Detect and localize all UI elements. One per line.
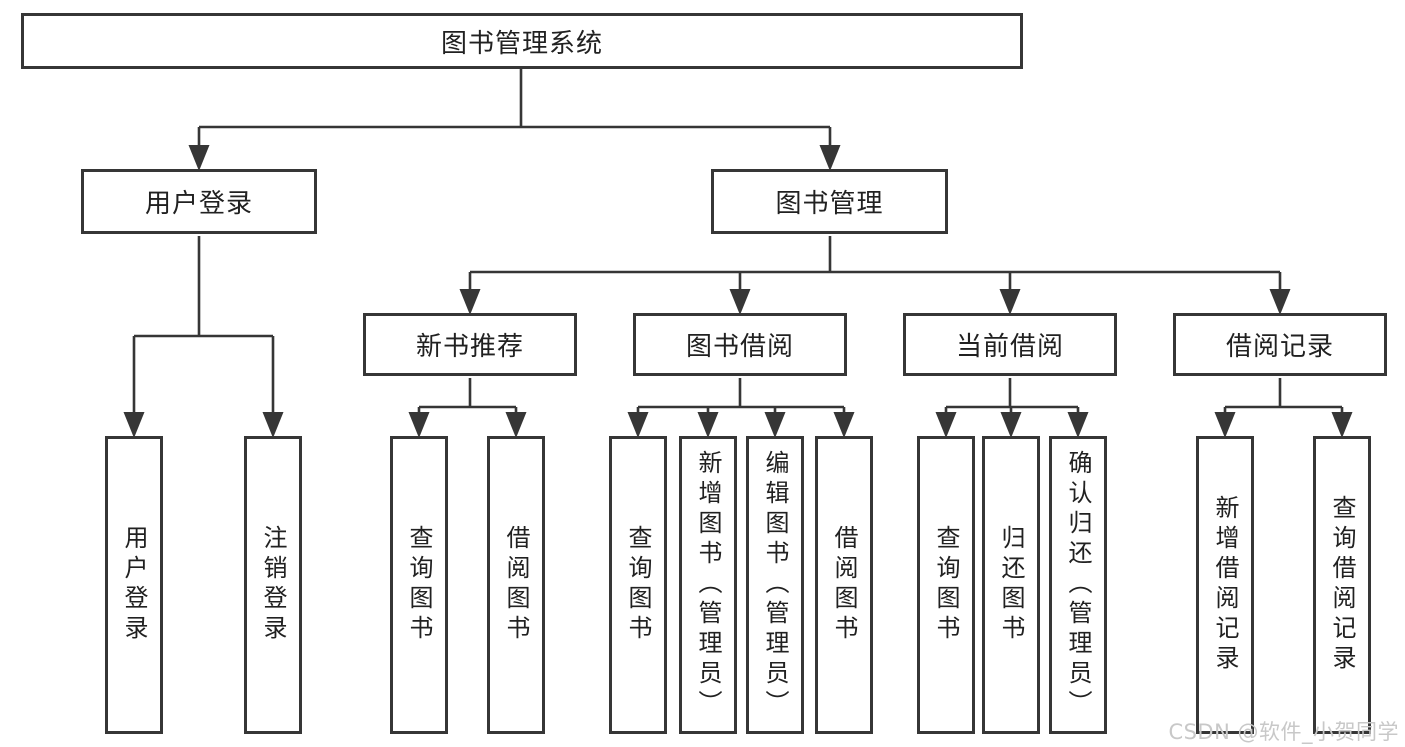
arrow-down-icon [1331, 412, 1353, 438]
node-book-borrow: 图书借阅 [633, 313, 847, 376]
leaf-label: 查询图书 [932, 525, 960, 645]
connector-records-to-leaves [1223, 378, 1344, 433]
arrow-down-icon [697, 412, 719, 438]
arrow-down-icon [935, 412, 957, 438]
leaf-label: 借阅图书 [502, 525, 530, 645]
arrow-down-icon [123, 412, 145, 438]
arrow-down-icon [833, 412, 855, 438]
leaf-br-add-record: 新增借阅记录 [1196, 436, 1254, 734]
node-new-book-recommend: 新书推荐 [363, 313, 577, 376]
arrow-down-icon [1269, 289, 1291, 315]
arrow-down-icon [819, 145, 841, 171]
connector-userlogin-to-leaves [132, 236, 275, 433]
leaf-label: 新增图书（管理员） [694, 450, 722, 720]
arrow-down-icon [459, 289, 481, 315]
leaf-user-login: 用户登录 [105, 436, 163, 734]
leaf-bb-borrow-books: 借阅图书 [815, 436, 873, 734]
leaf-label: 注销登录 [259, 525, 287, 645]
leaf-label: 归还图书 [997, 525, 1025, 645]
arrow-down-icon [729, 289, 751, 315]
leaf-logout: 注销登录 [244, 436, 302, 734]
leaf-label: 借阅图书 [830, 525, 858, 645]
connector-borrow-to-leaves [636, 378, 846, 433]
leaf-bb-add-books-admin: 新增图书（管理员） [679, 436, 737, 734]
node-borrow-records: 借阅记录 [1173, 313, 1387, 376]
leaf-bb-edit-books-admin: 编辑图书（管理员） [746, 436, 804, 734]
node-current-borrow: 当前借阅 [903, 313, 1117, 376]
leaf-cb-confirm-return-admin: 确认归还（管理员） [1049, 436, 1107, 734]
watermark-text: CSDN @软件_小贺同学 [1168, 720, 1399, 744]
leaf-bb-query-books: 查询图书 [609, 436, 667, 734]
connector-bookmgmt-to-level3 [468, 236, 1282, 310]
leaf-nb-borrow-books: 借阅图书 [487, 436, 545, 734]
connector-root-to-level2 [197, 69, 832, 166]
arrowheads [123, 145, 1353, 438]
leaf-cb-return-books: 归还图书 [982, 436, 1040, 734]
leaf-label: 查询图书 [624, 525, 652, 645]
leaf-br-query-record: 查询借阅记录 [1313, 436, 1371, 734]
leaf-label: 确认归还（管理员） [1064, 450, 1092, 720]
arrow-down-icon [262, 412, 284, 438]
arrow-down-icon [188, 145, 210, 171]
leaf-cb-query-books: 查询图书 [917, 436, 975, 734]
leaf-label: 编辑图书（管理员） [761, 450, 789, 720]
arrow-down-icon [627, 412, 649, 438]
leaf-label: 新增借阅记录 [1211, 495, 1239, 675]
arrow-down-icon [1000, 412, 1022, 438]
arrow-down-icon [408, 412, 430, 438]
node-book-management: 图书管理 [711, 169, 948, 234]
arrow-down-icon [999, 289, 1021, 315]
leaf-label: 查询借阅记录 [1328, 495, 1356, 675]
arrow-down-icon [1067, 412, 1089, 438]
leaf-nb-query-books: 查询图书 [390, 436, 448, 734]
leaf-label: 查询图书 [405, 525, 433, 645]
arrow-down-icon [505, 412, 527, 438]
node-root: 图书管理系统 [21, 13, 1023, 69]
arrow-down-icon [764, 412, 786, 438]
connector-newbooks-to-leaves [417, 378, 518, 433]
leaf-label: 用户登录 [120, 525, 148, 645]
arrow-down-icon [1214, 412, 1236, 438]
node-user-login: 用户登录 [81, 169, 317, 234]
